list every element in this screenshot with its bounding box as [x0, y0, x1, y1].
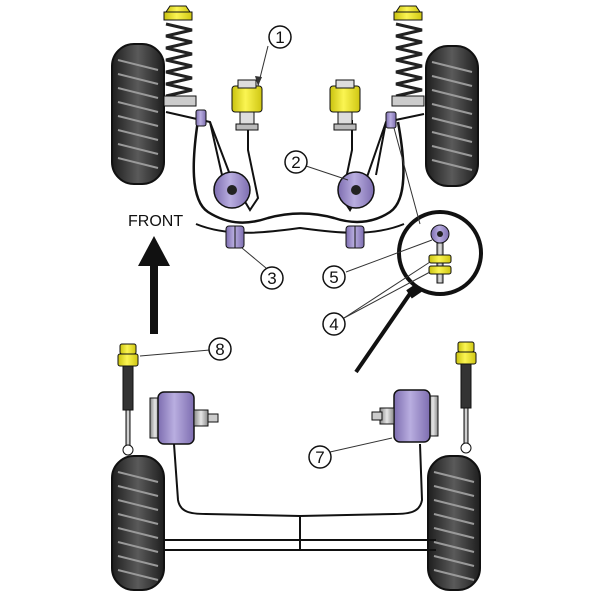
front-left-tyre [111, 43, 165, 185]
rear-right-tyre [427, 455, 481, 591]
front-left-spring [163, 5, 197, 107]
callout-8: 8 [139, 337, 232, 361]
rear-right-shock [455, 341, 477, 454]
callout-7: 7 [308, 437, 393, 469]
callout-5: 5 [322, 239, 433, 289]
callout-2: 2 [284, 150, 349, 181]
front-left-wishbone-bush [213, 171, 251, 209]
callout-2-number: 2 [291, 153, 300, 172]
front-left-yellow-bush [231, 79, 263, 131]
front-label: FRONT [128, 213, 183, 230]
callout-4-number: 4 [329, 315, 338, 334]
rear-left-shock [117, 343, 139, 456]
callout-4: 4 [322, 261, 431, 336]
callout-1: 1 [255, 25, 292, 87]
rear-left-tyre [111, 455, 165, 591]
magnifier-glass [354, 210, 483, 374]
rear-beam [164, 443, 436, 551]
front-right-yellow-bush [329, 79, 361, 131]
front-right-droplink [385, 111, 397, 129]
front-arrow [138, 236, 170, 334]
front-right-arb-bush [345, 225, 365, 249]
front-right-tyre [425, 45, 479, 187]
droplink-zoom-line [393, 127, 421, 225]
callout-8-number: 8 [215, 340, 224, 359]
callout-3-number: 3 [267, 269, 276, 288]
callout-1-number: 1 [275, 28, 284, 47]
front-left-arb-bush [225, 225, 245, 249]
callout-7-number: 7 [315, 448, 324, 467]
rear-left-trailing-arm-bush [149, 391, 219, 445]
callout-5-number: 5 [329, 268, 338, 287]
rear-right-trailing-arm-bush [371, 389, 439, 443]
front-left-droplink [195, 109, 207, 127]
front-right-wishbone-bush [337, 171, 375, 209]
callout-3: 3 [241, 247, 284, 290]
front-right-spring [391, 5, 425, 107]
